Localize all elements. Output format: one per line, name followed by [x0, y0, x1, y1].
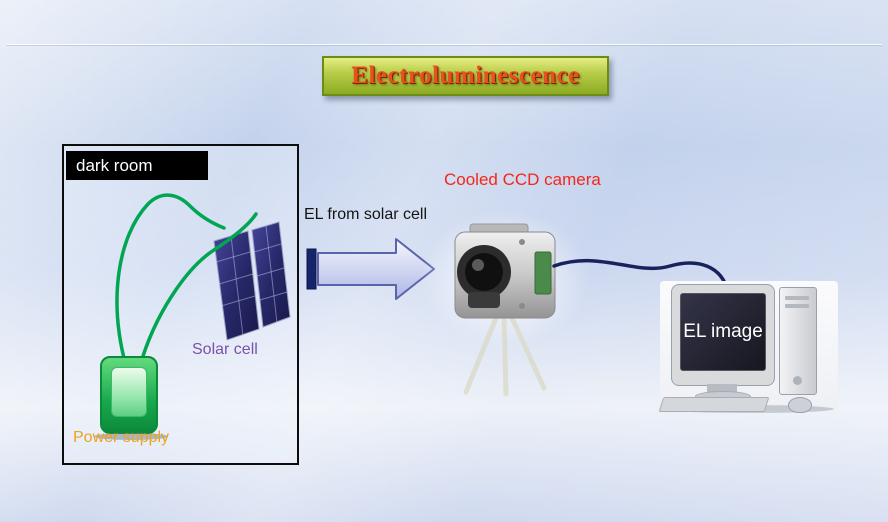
computer-image: EL image [658, 281, 838, 413]
power-supply-shadow [94, 433, 168, 440]
tripod-legs [463, 315, 547, 397]
flow-arrow [306, 238, 435, 300]
power-supply-image [100, 356, 158, 434]
dark-room-box: dark room [62, 144, 299, 465]
computer-tower [779, 287, 817, 395]
tower-power-button [793, 376, 802, 385]
divider-line [6, 44, 882, 45]
title-banner: Electroluminescence [322, 56, 609, 96]
el-from-solar-cell-label: EL from solar cell [304, 206, 427, 223]
power-supply-screen [111, 367, 147, 417]
page-title: Electroluminescence [351, 62, 580, 89]
dark-room-label: dark room [66, 151, 208, 180]
ccd-camera-image [454, 223, 556, 319]
el-image-label: EL image [683, 321, 763, 342]
solar-cell-label: Solar cell [192, 341, 258, 358]
cooled-ccd-camera-label: Cooled CCD camera [444, 170, 601, 189]
power-supply-label: Power supply [73, 429, 170, 446]
monitor-stand [707, 384, 737, 392]
keyboard [658, 397, 770, 412]
tower-drive-slot [785, 304, 809, 308]
dark-room-label-text: dark room [76, 155, 153, 175]
monitor-screen: EL image [680, 293, 766, 371]
mouse [788, 397, 812, 413]
tower-drive-slot [785, 296, 809, 300]
camera-glow [420, 210, 590, 346]
monitor: EL image [671, 284, 775, 386]
